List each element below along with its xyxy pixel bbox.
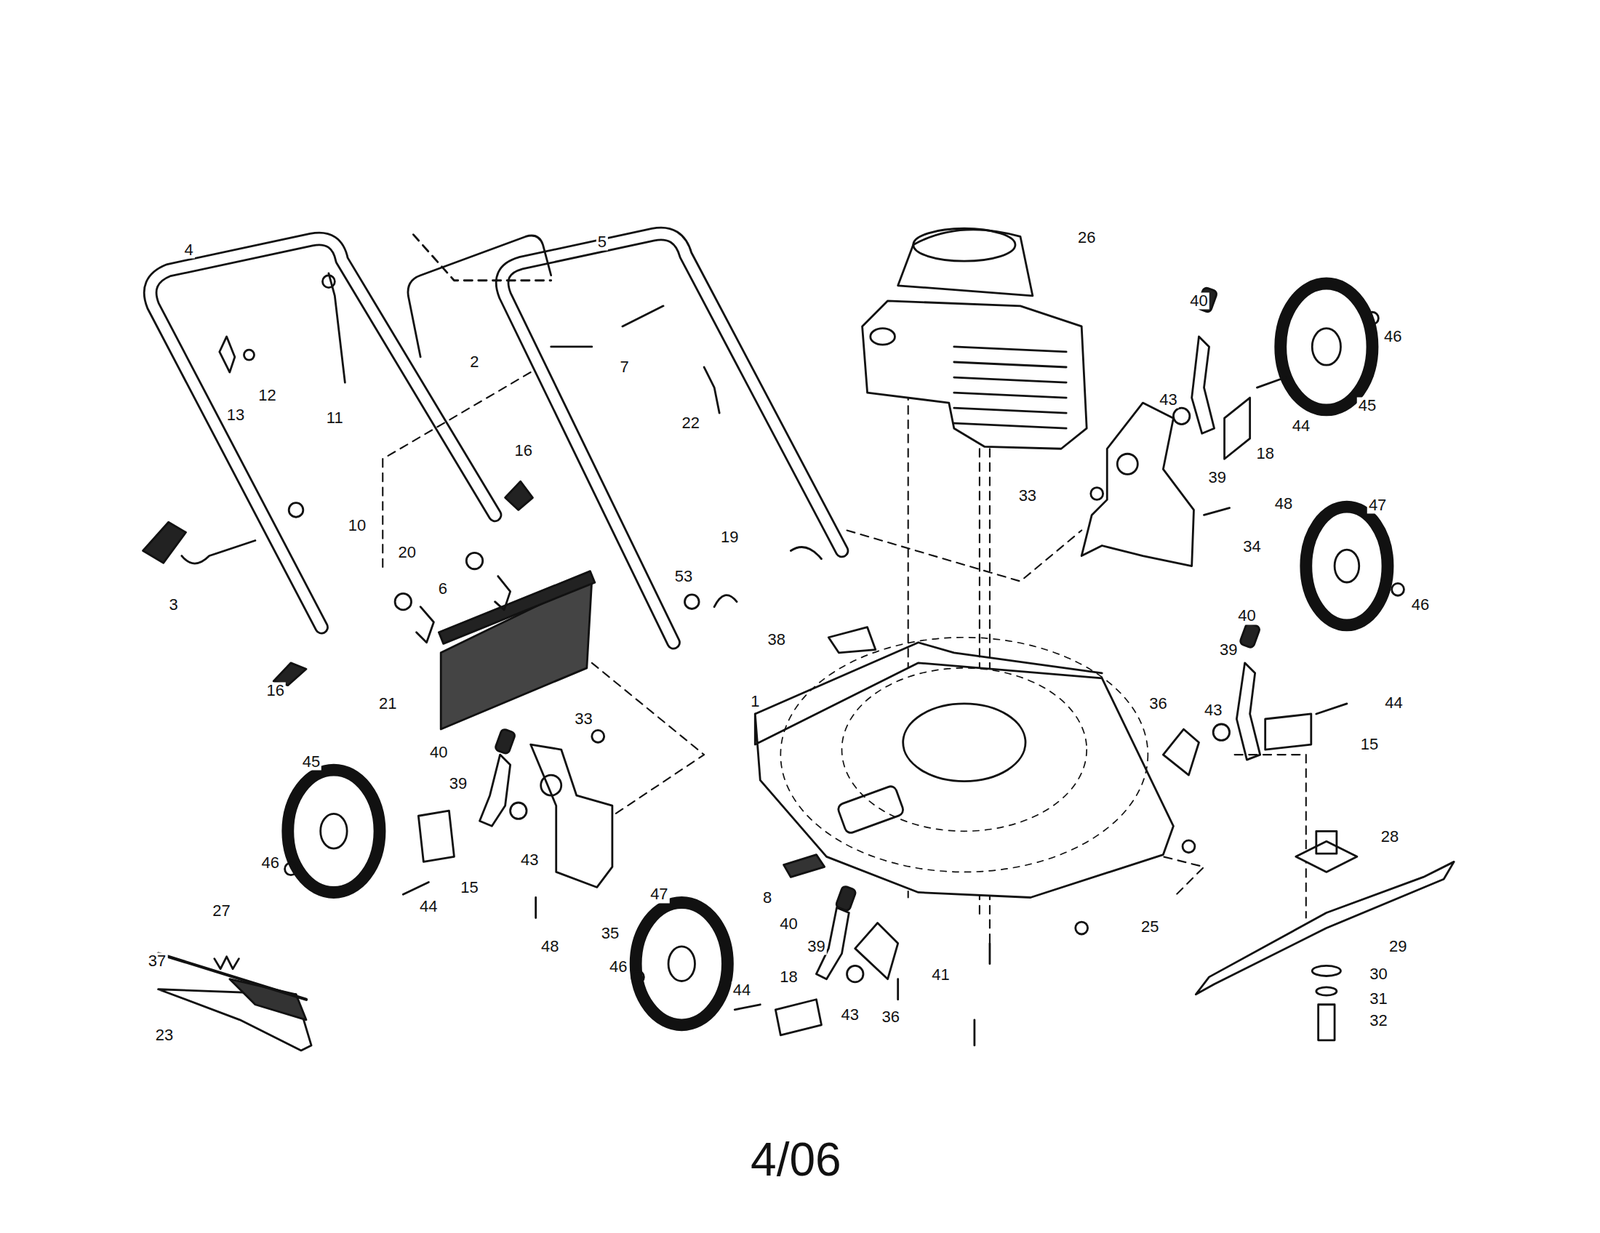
callout-number: 31	[1368, 990, 1389, 1008]
callout-number: 8	[761, 889, 774, 907]
callout-number: 44	[1383, 694, 1404, 712]
callout-number: 13	[225, 406, 246, 424]
callout-number: 43	[840, 1006, 861, 1024]
callout-number: 28	[1379, 828, 1400, 846]
callout-number: 26	[1076, 229, 1097, 246]
callout-number: 15	[458, 879, 480, 896]
callout-number: 10	[346, 517, 368, 534]
callout-number: 35	[600, 925, 621, 942]
callout-number: 37	[146, 952, 168, 970]
callout-number: 30	[1368, 965, 1389, 983]
callout-number: 38	[765, 631, 787, 648]
callout-number: 3	[167, 596, 179, 614]
callout-number: 22	[680, 415, 702, 432]
callout-number: 45	[301, 754, 322, 771]
date-caption: 4/06	[750, 1133, 842, 1187]
callout-number: 40	[778, 916, 799, 934]
callout-number: 46	[608, 959, 629, 976]
callout-number: 21	[377, 696, 398, 713]
callout-number: 34	[1241, 538, 1262, 555]
callout-number: 33	[573, 711, 594, 728]
callout-number: 46	[260, 854, 281, 872]
callout-number: 43	[1202, 701, 1224, 719]
callout-number: 27	[210, 902, 232, 920]
callout-number: 43	[519, 851, 540, 869]
callout-number: 36	[1147, 696, 1168, 713]
callout-number: 48	[539, 938, 560, 955]
callout-number: 46	[1410, 596, 1431, 614]
callout-number: 40	[1188, 292, 1209, 310]
callout-number: 11	[325, 410, 345, 427]
callout-number: 33	[1017, 487, 1038, 504]
callout-number: 45	[1357, 397, 1378, 415]
callout-number: 29	[1387, 938, 1408, 955]
callout-number: 18	[778, 969, 799, 987]
callout-number: 43	[1157, 391, 1179, 408]
callout-number: 20	[397, 544, 418, 562]
callout-number: 47	[1367, 496, 1388, 514]
callout-number: 39	[448, 775, 469, 792]
callout-number: 32	[1368, 1013, 1389, 1030]
callout-number: 1	[749, 693, 761, 711]
callout-number: 44	[1290, 418, 1312, 435]
callout-number: 46	[1382, 328, 1403, 345]
callout-number: 2	[468, 354, 480, 371]
callout-number: 39	[1218, 641, 1239, 659]
callout-number: 4	[182, 241, 195, 259]
callout-number: 40	[1236, 608, 1257, 625]
callout-number: 12	[256, 387, 278, 405]
callout-number: 48	[1273, 496, 1294, 513]
callout-number: 40	[428, 744, 449, 762]
callout-number: 53	[673, 568, 694, 585]
callout-number: 15	[1359, 736, 1380, 754]
callout-number: 39	[805, 938, 827, 955]
callout-number: 5	[596, 233, 608, 251]
callout-number: 25	[1139, 919, 1160, 936]
callout-number: 44	[418, 898, 439, 916]
callout-number: 16	[513, 442, 534, 460]
callout-number: 6	[437, 580, 449, 598]
callout-number: 18	[1255, 445, 1276, 463]
callout-number: 41	[930, 967, 951, 984]
callout-number: 16	[265, 682, 286, 699]
callout-number: 44	[731, 982, 752, 1000]
callout-number: 36	[880, 1008, 902, 1026]
callout-number: 47	[648, 886, 670, 904]
callout-number: 39	[1207, 469, 1228, 486]
callout-number: 19	[719, 529, 740, 547]
callout-number: 7	[618, 359, 631, 376]
callout-number: 23	[154, 1027, 175, 1045]
